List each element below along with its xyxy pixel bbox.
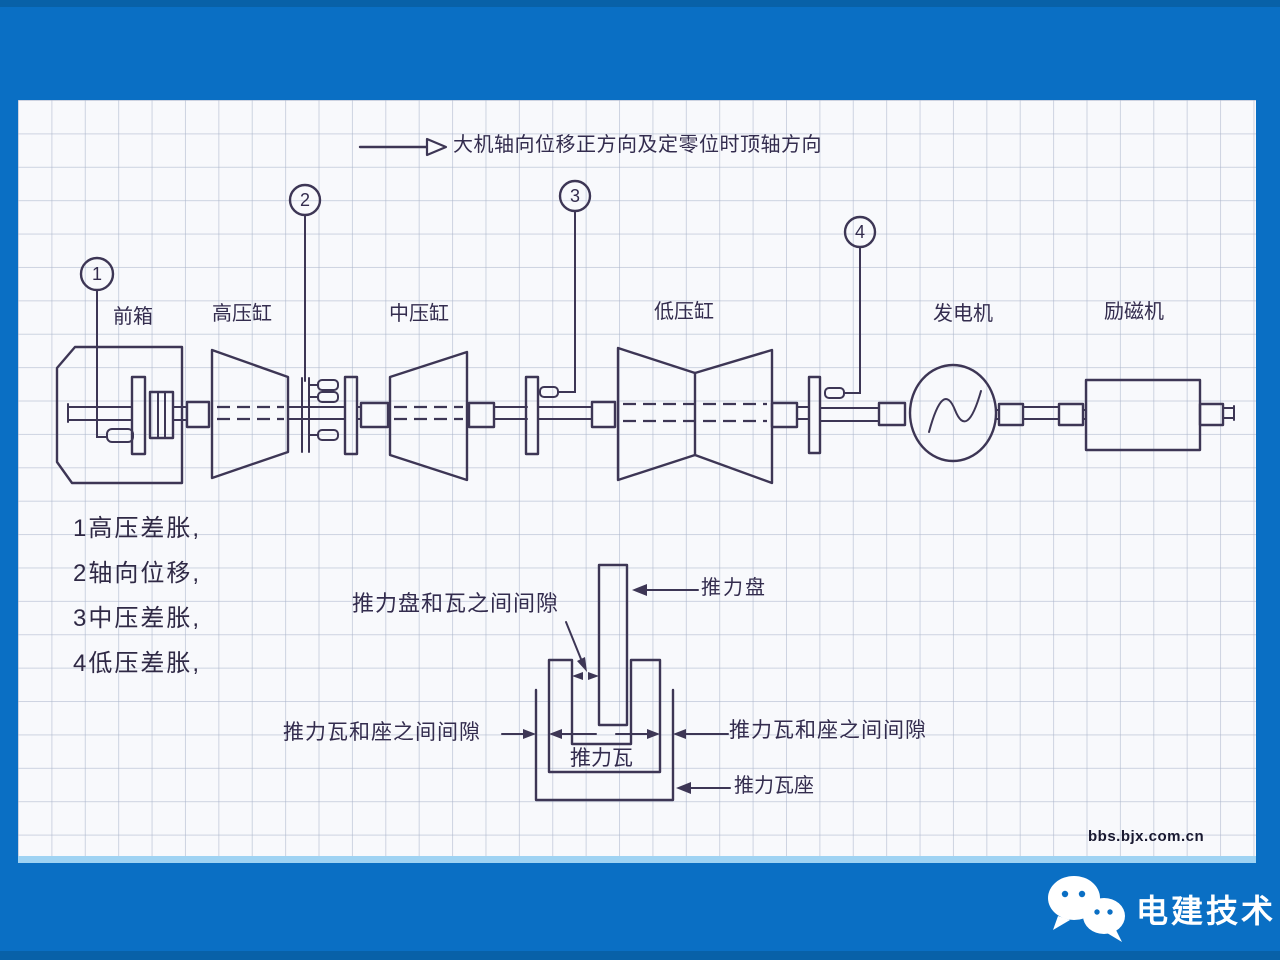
legend-axial-displacement: 2轴向位移, <box>73 560 202 587</box>
sensor-4-number: 4 <box>854 222 865 242</box>
label-exciter: 励磁机 <box>1104 301 1164 323</box>
label-pad-seat-gap-left: 推力瓦和座之间间隙 <box>283 721 481 744</box>
brand-name: 电建技术 <box>1136 893 1277 929</box>
sensor-1-number: 1 <box>91 264 102 284</box>
wechat-icon <box>1048 876 1125 942</box>
top-border-strip <box>0 0 1280 7</box>
label-hp-cylinder: 高压缸 <box>212 303 272 325</box>
grid-paper <box>18 100 1256 863</box>
legend-ip-expansion: 3中压差胀, <box>73 605 202 632</box>
label-pad-seat: 推力瓦座 <box>734 775 814 797</box>
bottom-border-strip <box>0 951 1280 960</box>
label-disc-pad-gap: 推力盘和瓦之间间隙 <box>352 591 560 616</box>
label-pad-seat-gap-right: 推力瓦和座之间间隙 <box>729 719 927 742</box>
label-generator: 发电机 <box>933 303 993 325</box>
watermark: bbs.bjx.com.cn <box>1088 828 1205 845</box>
axial-direction-title: 大机轴向位移正方向及定零位时顶轴方向 <box>453 134 822 156</box>
label-lp-cylinder: 低压缸 <box>654 301 714 323</box>
sensor-3-number: 3 <box>569 186 580 206</box>
legend-hp-expansion: 1高压差胀, <box>73 515 202 542</box>
label-thrust-pad: 推力瓦 <box>570 747 633 770</box>
label-thrust-disc: 推力盘 <box>701 577 767 599</box>
label-ip-cylinder: 中压缸 <box>389 303 449 325</box>
sensor-2-number: 2 <box>299 190 310 210</box>
legend-lp-expansion: 4低压差胀, <box>73 650 202 677</box>
label-front-box: 前箱 <box>113 306 153 328</box>
